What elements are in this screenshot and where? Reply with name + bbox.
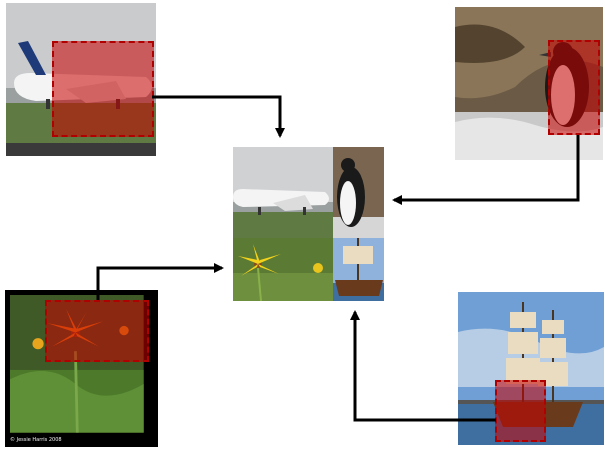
composite-tile-ship	[333, 238, 384, 301]
photo-credit: © Jessie Harris 2008	[10, 437, 62, 443]
composite-tile-airplane	[233, 147, 333, 238]
arrow-flower-to-composite	[96, 263, 224, 300]
airplane-crop-region	[52, 41, 154, 137]
composite-tile-flower	[233, 238, 333, 301]
penguin-crop-region	[548, 40, 600, 135]
arrow-airplane-to-composite	[152, 95, 285, 138]
ship-crop-region	[495, 380, 546, 442]
arrow-ship-to-composite	[350, 310, 496, 422]
flower-source-image	[5, 290, 158, 447]
composite-image	[233, 147, 384, 301]
airplane-source-image	[6, 3, 156, 156]
composite-tile-penguin	[333, 147, 384, 238]
flower-crop-region	[45, 300, 149, 362]
penguin-source-image	[455, 7, 603, 160]
arrow-penguin-to-composite	[392, 135, 580, 205]
